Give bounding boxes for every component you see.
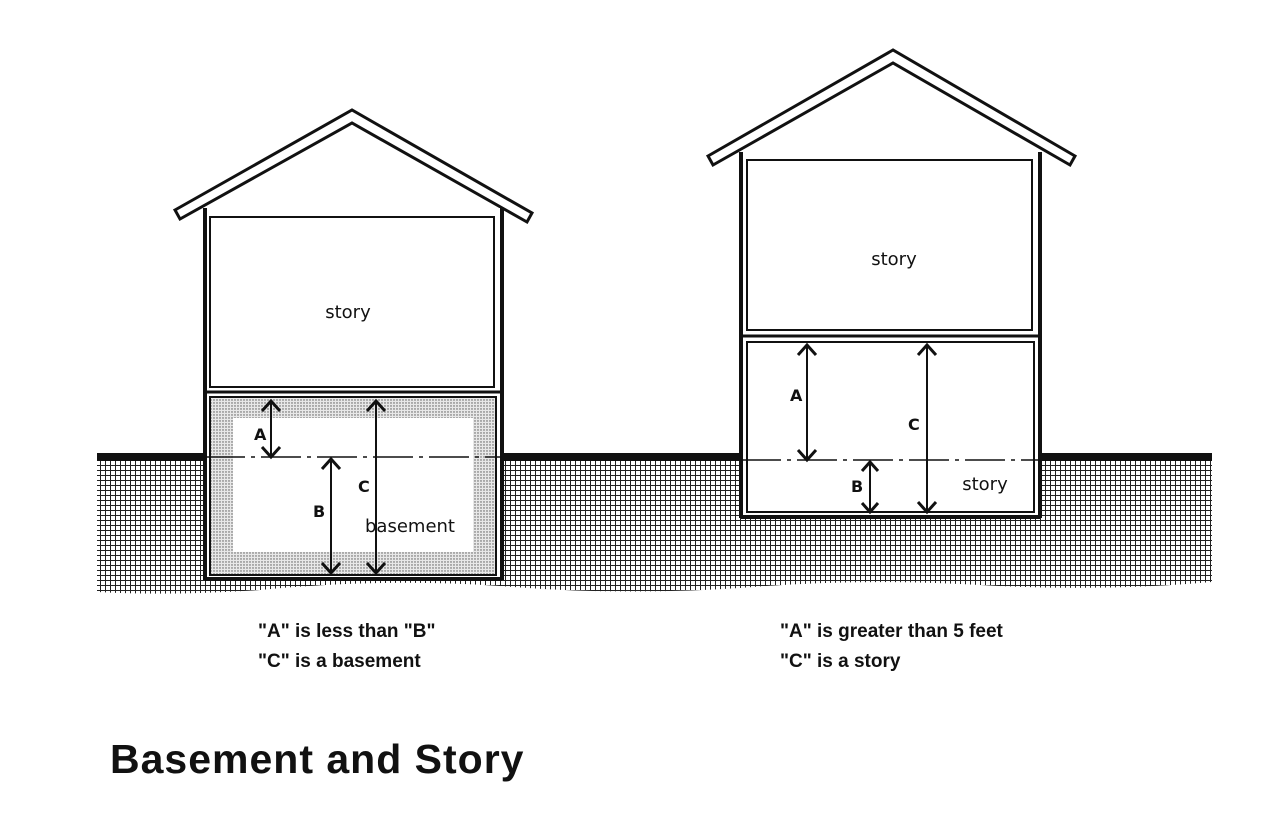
right-dim-a bbox=[796, 342, 818, 463]
left-caption: "A" is less than "B" "C" is a basement bbox=[258, 617, 436, 677]
right-dim-a-label: A bbox=[790, 386, 803, 405]
right-caption-line-1: "A" is greater than 5 feet bbox=[780, 621, 1003, 642]
right-dim-c bbox=[916, 342, 938, 515]
left-dim-c bbox=[365, 398, 387, 576]
left-basement-label: basement bbox=[365, 516, 455, 537]
right-dim-b bbox=[860, 459, 880, 515]
left-caption-line-1: "A" is less than "B" bbox=[258, 621, 436, 642]
right-caption-line-2: "C" is a story bbox=[780, 651, 901, 672]
left-dim-b bbox=[320, 456, 342, 576]
right-house: story story A B C bbox=[705, 48, 1078, 519]
right-dim-c-label: C bbox=[908, 415, 920, 434]
right-story-lower-label: story bbox=[962, 474, 1008, 495]
right-caption: "A" is greater than 5 feet "C" is a stor… bbox=[780, 617, 1003, 677]
left-house: story basement A B C bbox=[172, 108, 535, 581]
left-story-label: story bbox=[325, 302, 371, 323]
right-upper-room bbox=[746, 159, 1033, 331]
left-dim-a-label: A bbox=[254, 425, 267, 444]
left-basement-inner bbox=[233, 418, 473, 552]
right-dim-b-label: B bbox=[851, 477, 863, 496]
ground-line bbox=[97, 453, 1212, 461]
page-title: Basement and Story bbox=[110, 736, 525, 782]
right-lower-room bbox=[746, 341, 1035, 513]
left-dim-a bbox=[260, 398, 282, 460]
right-story-upper-label: story bbox=[871, 249, 917, 270]
right-roof bbox=[705, 48, 1078, 168]
left-dim-c-label: C bbox=[358, 477, 370, 496]
left-roof bbox=[172, 108, 535, 225]
left-caption-line-2: "C" is a basement bbox=[258, 651, 421, 672]
left-dim-b-label: B bbox=[313, 502, 325, 521]
left-upper-room bbox=[209, 216, 495, 388]
